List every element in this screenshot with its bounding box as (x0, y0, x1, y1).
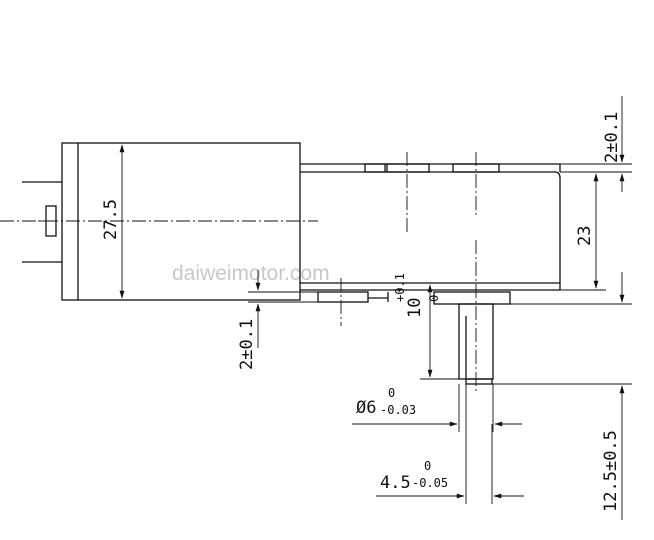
shaft-diameter-value: Ø6 (356, 398, 376, 418)
dim-flat-width: 4.5 0 -0.05 (376, 384, 524, 504)
top-plate-value: 2±0.1 (602, 112, 622, 163)
watermark: daiweimotor.com (172, 262, 330, 285)
bottom-plate-value: 2±0.1 (237, 319, 257, 370)
dim-hub-height: 10 +0.1 0 (393, 273, 459, 380)
shaft-diameter-tol-upper: 0 (388, 386, 395, 400)
flat-width-value: 4.5 (380, 473, 411, 493)
shaft-length-value: 12.5±0.5 (601, 430, 621, 512)
hub-height-tol-lower: 0 (427, 295, 441, 302)
hub-height-value: 10 (405, 298, 425, 318)
dim-shaft-length: 12.5±0.5 (492, 272, 632, 520)
dim-motor-diameter: 27.5 (101, 144, 125, 299)
shaft-diameter-tol-lower: -0.03 (380, 403, 416, 417)
dim-top-plate: 2±0.1 (500, 96, 632, 192)
gearbox-height-value: 23 (575, 226, 595, 246)
flat-width-tol-upper: 0 (424, 459, 431, 473)
dim-gearbox-height: 23 (560, 173, 606, 291)
flat-width-tol-lower: -0.05 (412, 476, 448, 490)
dim-bottom-plate: 2±0.1 (237, 270, 318, 370)
motor-diameter-value: 27.5 (101, 199, 121, 240)
hub-height-tol-upper: +0.1 (393, 273, 407, 302)
dim-shaft-diameter: Ø6 0 -0.03 (352, 384, 522, 432)
